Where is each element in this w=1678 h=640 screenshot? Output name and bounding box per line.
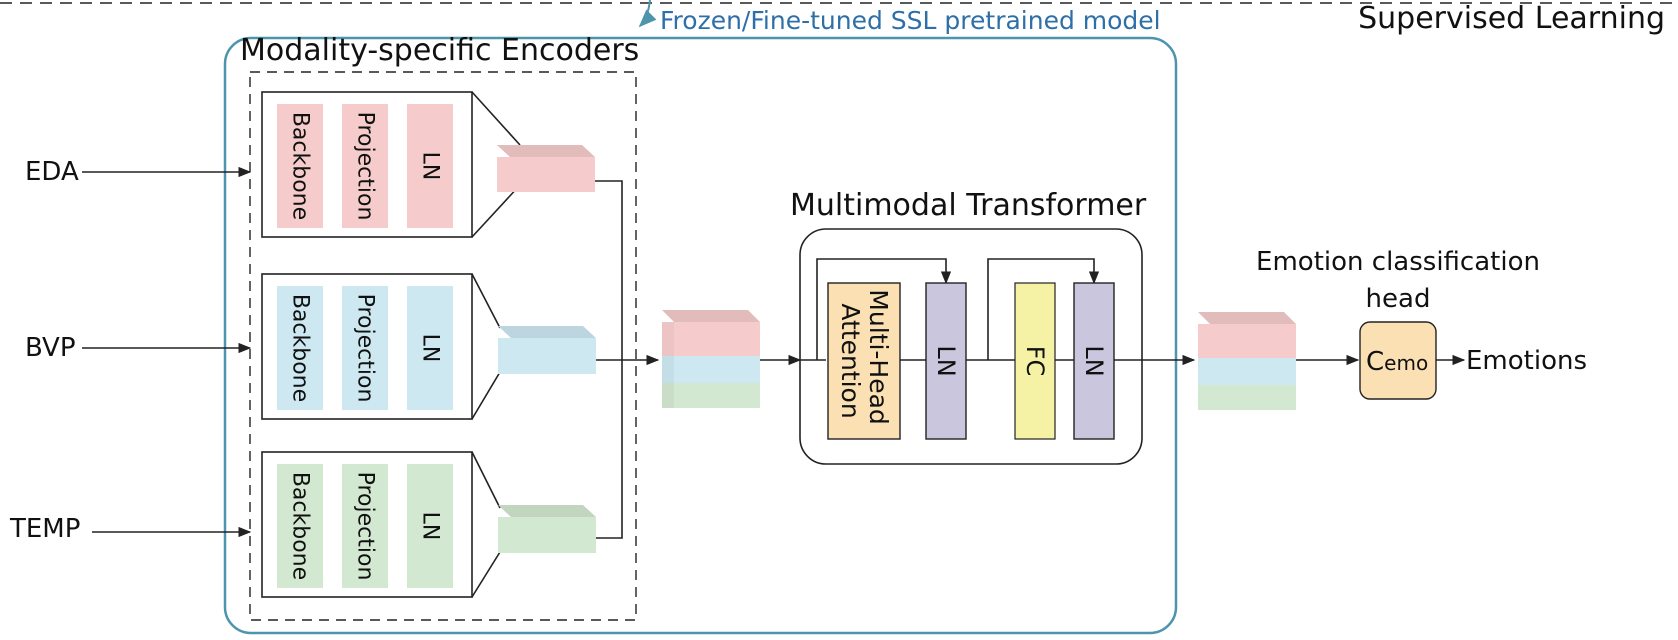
ssl-pretrained-model-box: [223, 36, 1178, 635]
projection-label: Projection: [353, 294, 378, 403]
transformer-ln-label-2: LN: [1080, 345, 1108, 376]
fused-embedding-stack: [662, 310, 760, 408]
backbone-block: [277, 286, 323, 410]
multi-head-attention-label: Multi-Head Attention: [836, 289, 893, 432]
transformer-ln-block-2: [1073, 282, 1115, 440]
input-label-temp: TEMP: [9, 514, 80, 544]
projection-label: Projection: [353, 472, 378, 581]
ln-label: LN: [418, 334, 443, 363]
residual-connection-2: [987, 258, 1100, 360]
head-symbol: Cemo: [1366, 347, 1428, 377]
embedding-eda: [497, 145, 595, 192]
encoder-bvp: Backbone Projection LN: [261, 273, 596, 420]
backbone-label: Backbone: [288, 472, 313, 580]
fc-block: [1014, 282, 1056, 440]
output-label: Emotions: [1466, 346, 1587, 376]
supervised-learning-label: Supervised Learning: [1358, 1, 1665, 36]
projection-block: [342, 464, 388, 588]
head-title-line-2: head: [1366, 284, 1431, 314]
input-label-eda: EDA: [25, 157, 79, 187]
transformer-ln-block-1: [925, 282, 967, 440]
ln-block: [407, 464, 453, 588]
encoder-eda: Backbone Projection LN: [261, 91, 595, 238]
input-label-bvp: BVP: [25, 333, 76, 363]
head-title-line-1: Emotion classification: [1256, 247, 1540, 277]
residual-connection-1: [816, 258, 952, 360]
head-symbol-main: C: [1366, 347, 1384, 377]
ln-block: [407, 104, 453, 228]
encoders-title: Modality-specific Encoders: [240, 33, 639, 68]
encoder-temp: Backbone Projection LN: [261, 451, 596, 598]
embedding-temp: [498, 505, 596, 553]
projection-block: [342, 104, 388, 228]
ln-block: [407, 286, 453, 410]
ln-label: LN: [418, 152, 443, 181]
multi-head-attention-block: [827, 282, 901, 440]
attention-line-2: Attention: [836, 303, 865, 418]
transformer-title: Multimodal Transformer: [790, 188, 1147, 223]
transformer-ln-label-1: LN: [932, 345, 960, 376]
encoders-group: [249, 71, 637, 621]
attention-line-1: Multi-Head: [864, 289, 893, 425]
projection-label: Projection: [353, 112, 378, 221]
projection-block: [342, 286, 388, 410]
backbone-block: [277, 104, 323, 228]
embedding-bvp: [498, 326, 596, 374]
fc-label: FC: [1021, 346, 1049, 377]
ln-label: LN: [418, 512, 443, 541]
output-embedding-stack: [1198, 312, 1296, 410]
frozen-pointer-arrow: [638, 0, 657, 28]
backbone-label: Backbone: [288, 294, 313, 402]
backbone-label: Backbone: [288, 112, 313, 220]
frozen-model-label: Frozen/Fine-tuned SSL pretrained model: [660, 6, 1161, 35]
backbone-block: [277, 464, 323, 588]
head-symbol-sub: emo: [1384, 351, 1428, 375]
